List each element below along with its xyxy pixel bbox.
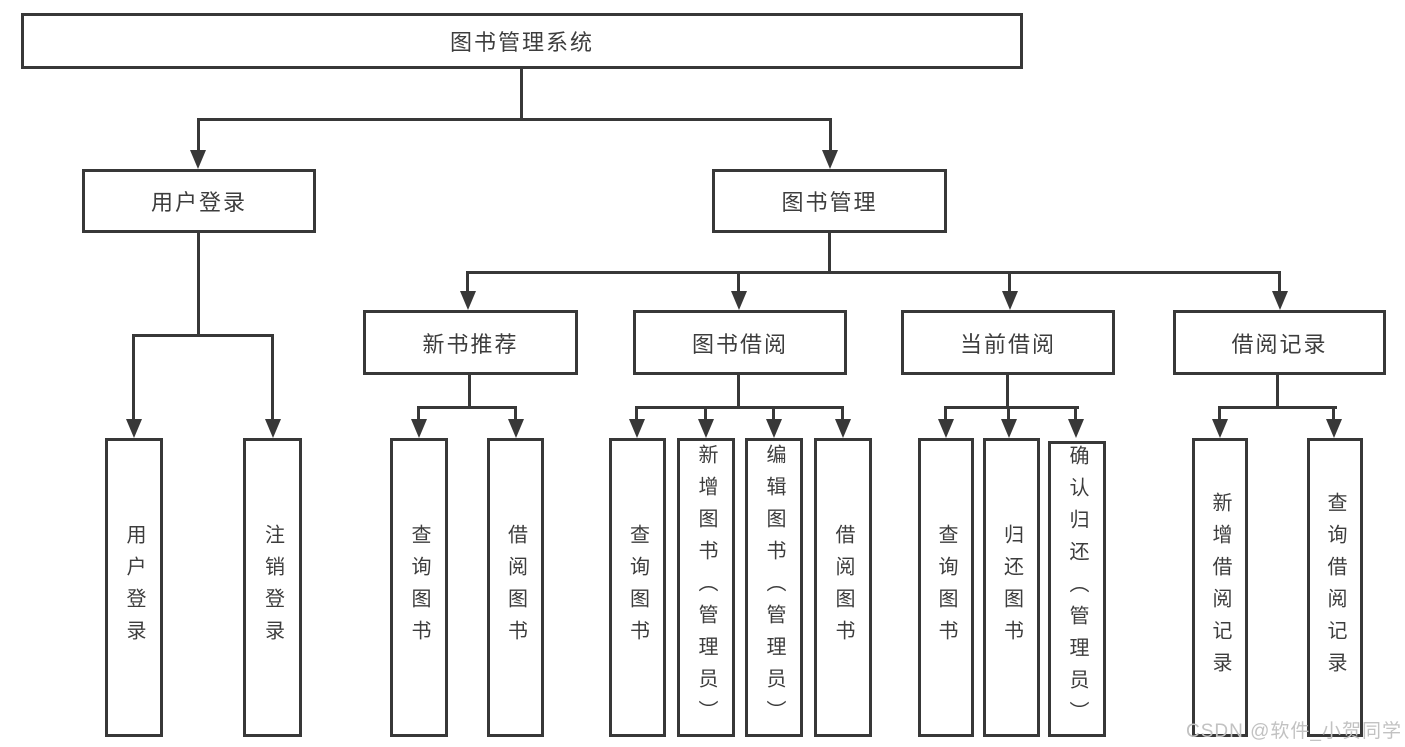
leaf-user-login-label: 用户登录 — [123, 523, 145, 652]
node-current-borrow: 当前借阅 — [901, 310, 1115, 375]
connector-line — [466, 271, 1281, 274]
leaf-add-borrow-record: 新增借阅记录 — [1192, 438, 1248, 737]
arrowhead-icon — [265, 419, 281, 438]
node-root-label: 图书管理系统 — [449, 30, 594, 55]
connector-line — [520, 69, 523, 119]
connector-line — [944, 406, 947, 422]
arrowhead-icon — [411, 419, 427, 438]
leaf-logout-label: 注销登录 — [261, 523, 284, 652]
node-user-login-label: 用户登录 — [150, 190, 247, 215]
leaf-borrow-books-label: 借阅图书 — [832, 523, 854, 652]
node-current-borrow-label: 当前借阅 — [959, 331, 1056, 357]
leaf-borrow-books: 借阅图书 — [814, 438, 872, 737]
connector-line — [828, 233, 831, 274]
node-book-borrow-label: 图书借阅 — [691, 331, 788, 357]
arrowhead-icon — [1326, 419, 1342, 438]
connector-line — [944, 406, 1079, 409]
arrowhead-icon — [835, 419, 851, 438]
connector-line — [1006, 375, 1009, 409]
connector-line — [197, 118, 200, 152]
leaf-confirm-return-admin: 确认归还（管理员） — [1048, 441, 1106, 737]
node-book-management: 图书管理 — [712, 169, 947, 233]
connector-line — [417, 406, 517, 409]
connector-line — [1218, 406, 1337, 409]
leaf-add-books-admin-label: 新增图书（管理员） — [695, 443, 717, 732]
node-borrow-records: 借阅记录 — [1173, 310, 1386, 375]
connector-line — [1332, 406, 1335, 422]
arrowhead-icon — [766, 419, 782, 438]
leaf-add-borrow-record-label: 新增借阅记录 — [1209, 491, 1231, 684]
connector-line — [1007, 406, 1010, 422]
arrowhead-icon — [731, 291, 747, 310]
arrowhead-icon — [822, 150, 838, 169]
connector-line — [704, 406, 707, 422]
connector-line — [1008, 271, 1011, 295]
connector-line — [1218, 406, 1221, 422]
leaf-return-books: 归还图书 — [983, 438, 1040, 737]
connector-line — [841, 406, 844, 422]
leaf-edit-books-admin-label: 编辑图书（管理员） — [763, 443, 785, 732]
node-user-login: 用户登录 — [82, 169, 316, 233]
node-book-borrow: 图书借阅 — [633, 310, 847, 375]
leaf-query-books-current: 查询图书 — [918, 438, 974, 737]
leaf-add-books-admin: 新增图书（管理员） — [677, 438, 735, 737]
connector-line — [132, 334, 135, 422]
connector-line — [1276, 375, 1279, 409]
leaf-edit-books-admin: 编辑图书（管理员） — [745, 438, 803, 737]
connector-line — [635, 406, 844, 409]
leaf-query-books-current-label: 查询图书 — [935, 523, 957, 652]
leaf-logout: 注销登录 — [243, 438, 302, 737]
connector-line — [737, 271, 740, 295]
arrowhead-icon — [1272, 291, 1288, 310]
leaf-query-borrow-record-label: 查询借阅记录 — [1324, 491, 1346, 684]
arrowhead-icon — [629, 419, 645, 438]
connector-line — [468, 375, 471, 409]
leaf-query-borrow-record: 查询借阅记录 — [1307, 438, 1363, 737]
arrowhead-icon — [698, 419, 714, 438]
leaf-query-books-borrow-label: 查询图书 — [626, 523, 649, 652]
connector-line — [1074, 406, 1077, 422]
connector-line — [737, 375, 740, 409]
node-borrow-records-label: 借阅记录 — [1231, 331, 1328, 357]
connector-line — [271, 334, 274, 422]
arrowhead-icon — [1002, 291, 1018, 310]
connector-line — [1278, 271, 1281, 295]
leaf-query-books-borrow: 查询图书 — [609, 438, 666, 737]
node-new-book-recommend: 新书推荐 — [363, 310, 578, 375]
arrowhead-icon — [460, 291, 476, 310]
leaf-query-books-recommend-label: 查询图书 — [408, 523, 430, 652]
leaf-user-login: 用户登录 — [105, 438, 163, 737]
connector-line — [417, 406, 420, 422]
node-new-book-recommend-label: 新书推荐 — [422, 331, 519, 357]
arrowhead-icon — [1068, 419, 1084, 438]
leaf-borrow-books-recommend: 借阅图书 — [487, 438, 544, 737]
connector-line — [197, 118, 832, 121]
arrowhead-icon — [126, 419, 142, 438]
watermark: CSDN @软件_小贺同学 — [1186, 721, 1402, 742]
connector-line — [466, 271, 469, 295]
connector-line — [514, 406, 517, 422]
arrowhead-icon — [938, 419, 954, 438]
connector-line — [197, 233, 200, 337]
leaf-return-books-label: 归还图书 — [1000, 523, 1023, 652]
leaf-borrow-books-recommend-label: 借阅图书 — [504, 523, 527, 652]
connector-line — [772, 406, 775, 422]
arrowhead-icon — [190, 150, 206, 169]
arrowhead-icon — [508, 419, 524, 438]
node-book-management-label: 图书管理 — [781, 190, 878, 215]
arrowhead-icon — [1001, 419, 1017, 438]
arrowhead-icon — [1212, 419, 1228, 438]
connector-line — [829, 118, 832, 152]
leaf-query-books-recommend: 查询图书 — [390, 438, 448, 737]
leaf-confirm-return-admin-label: 确认归还（管理员） — [1066, 445, 1088, 733]
connector-line — [132, 334, 274, 337]
node-root: 图书管理系统 — [21, 13, 1023, 69]
connector-line — [635, 406, 638, 422]
